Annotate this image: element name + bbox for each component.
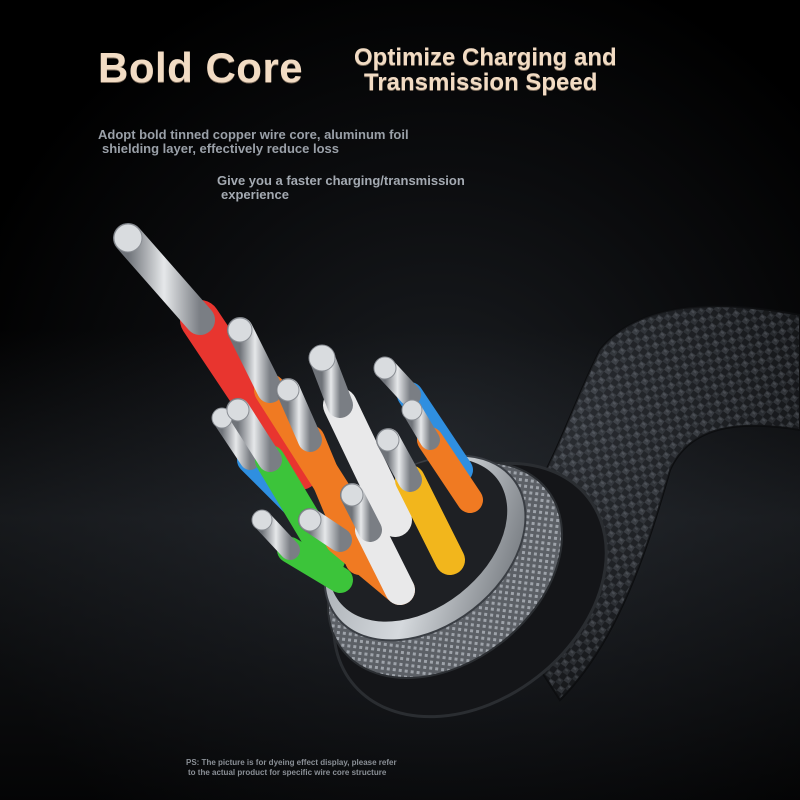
description-line-2: shielding layer, effectively reduce loss	[102, 141, 339, 156]
red-wire	[113, 223, 320, 490]
subtitle-line-2: Transmission Speed	[364, 69, 598, 96]
wire-bundle	[113, 223, 483, 605]
description-line-3: Give you a faster charging/transmission	[217, 173, 465, 188]
description-line-1: Adopt bold tinned copper wire core, alum…	[98, 127, 409, 142]
headline-subtitle: Optimize Charging and Transmission Speed	[354, 45, 617, 95]
footnote-line-1: PS: The picture is for dyeing effect dis…	[186, 758, 397, 767]
footnote-line-2: to the actual product for specific wire …	[188, 768, 387, 777]
subtitle-line-1: Optimize Charging and	[354, 44, 617, 71]
benefit-description: Give you a faster charging/transmission …	[217, 174, 465, 202]
headline-title: Bold Core	[98, 44, 304, 91]
footnote: PS: The picture is for dyeing effect dis…	[186, 758, 397, 778]
description-line-4: experience	[221, 187, 289, 202]
strand-ends	[113, 223, 423, 532]
feature-description: Adopt bold tinned copper wire core, alum…	[98, 128, 409, 156]
